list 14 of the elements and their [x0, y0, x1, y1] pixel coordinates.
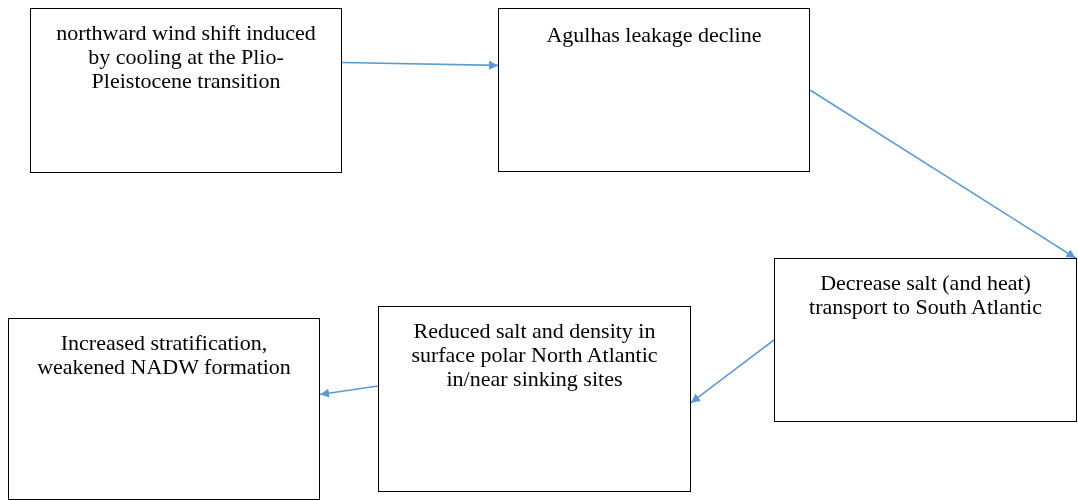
arrow [341, 60, 499, 70]
process-box [774, 258, 1077, 422]
arrow [809, 89, 1077, 259]
box-text: Decrease salt (and heat) transport to South Atlantic [808, 271, 1043, 319]
process-box [8, 318, 320, 500]
box-text: Agulhas leakage decline [545, 23, 763, 47]
process-box [498, 8, 810, 172]
box-text: northward wind shift induced by cooling at the Plio-Pleistocene transition [55, 21, 317, 93]
process-box [30, 8, 342, 173]
process-box [378, 306, 691, 492]
arrow [690, 339, 775, 404]
box-text: Reduced salt and density in surface polar North Atlantic in/near sinking sites [410, 319, 659, 391]
arrow [319, 385, 379, 398]
box-text: Increased stratification, weakened NADW formation [36, 331, 292, 379]
